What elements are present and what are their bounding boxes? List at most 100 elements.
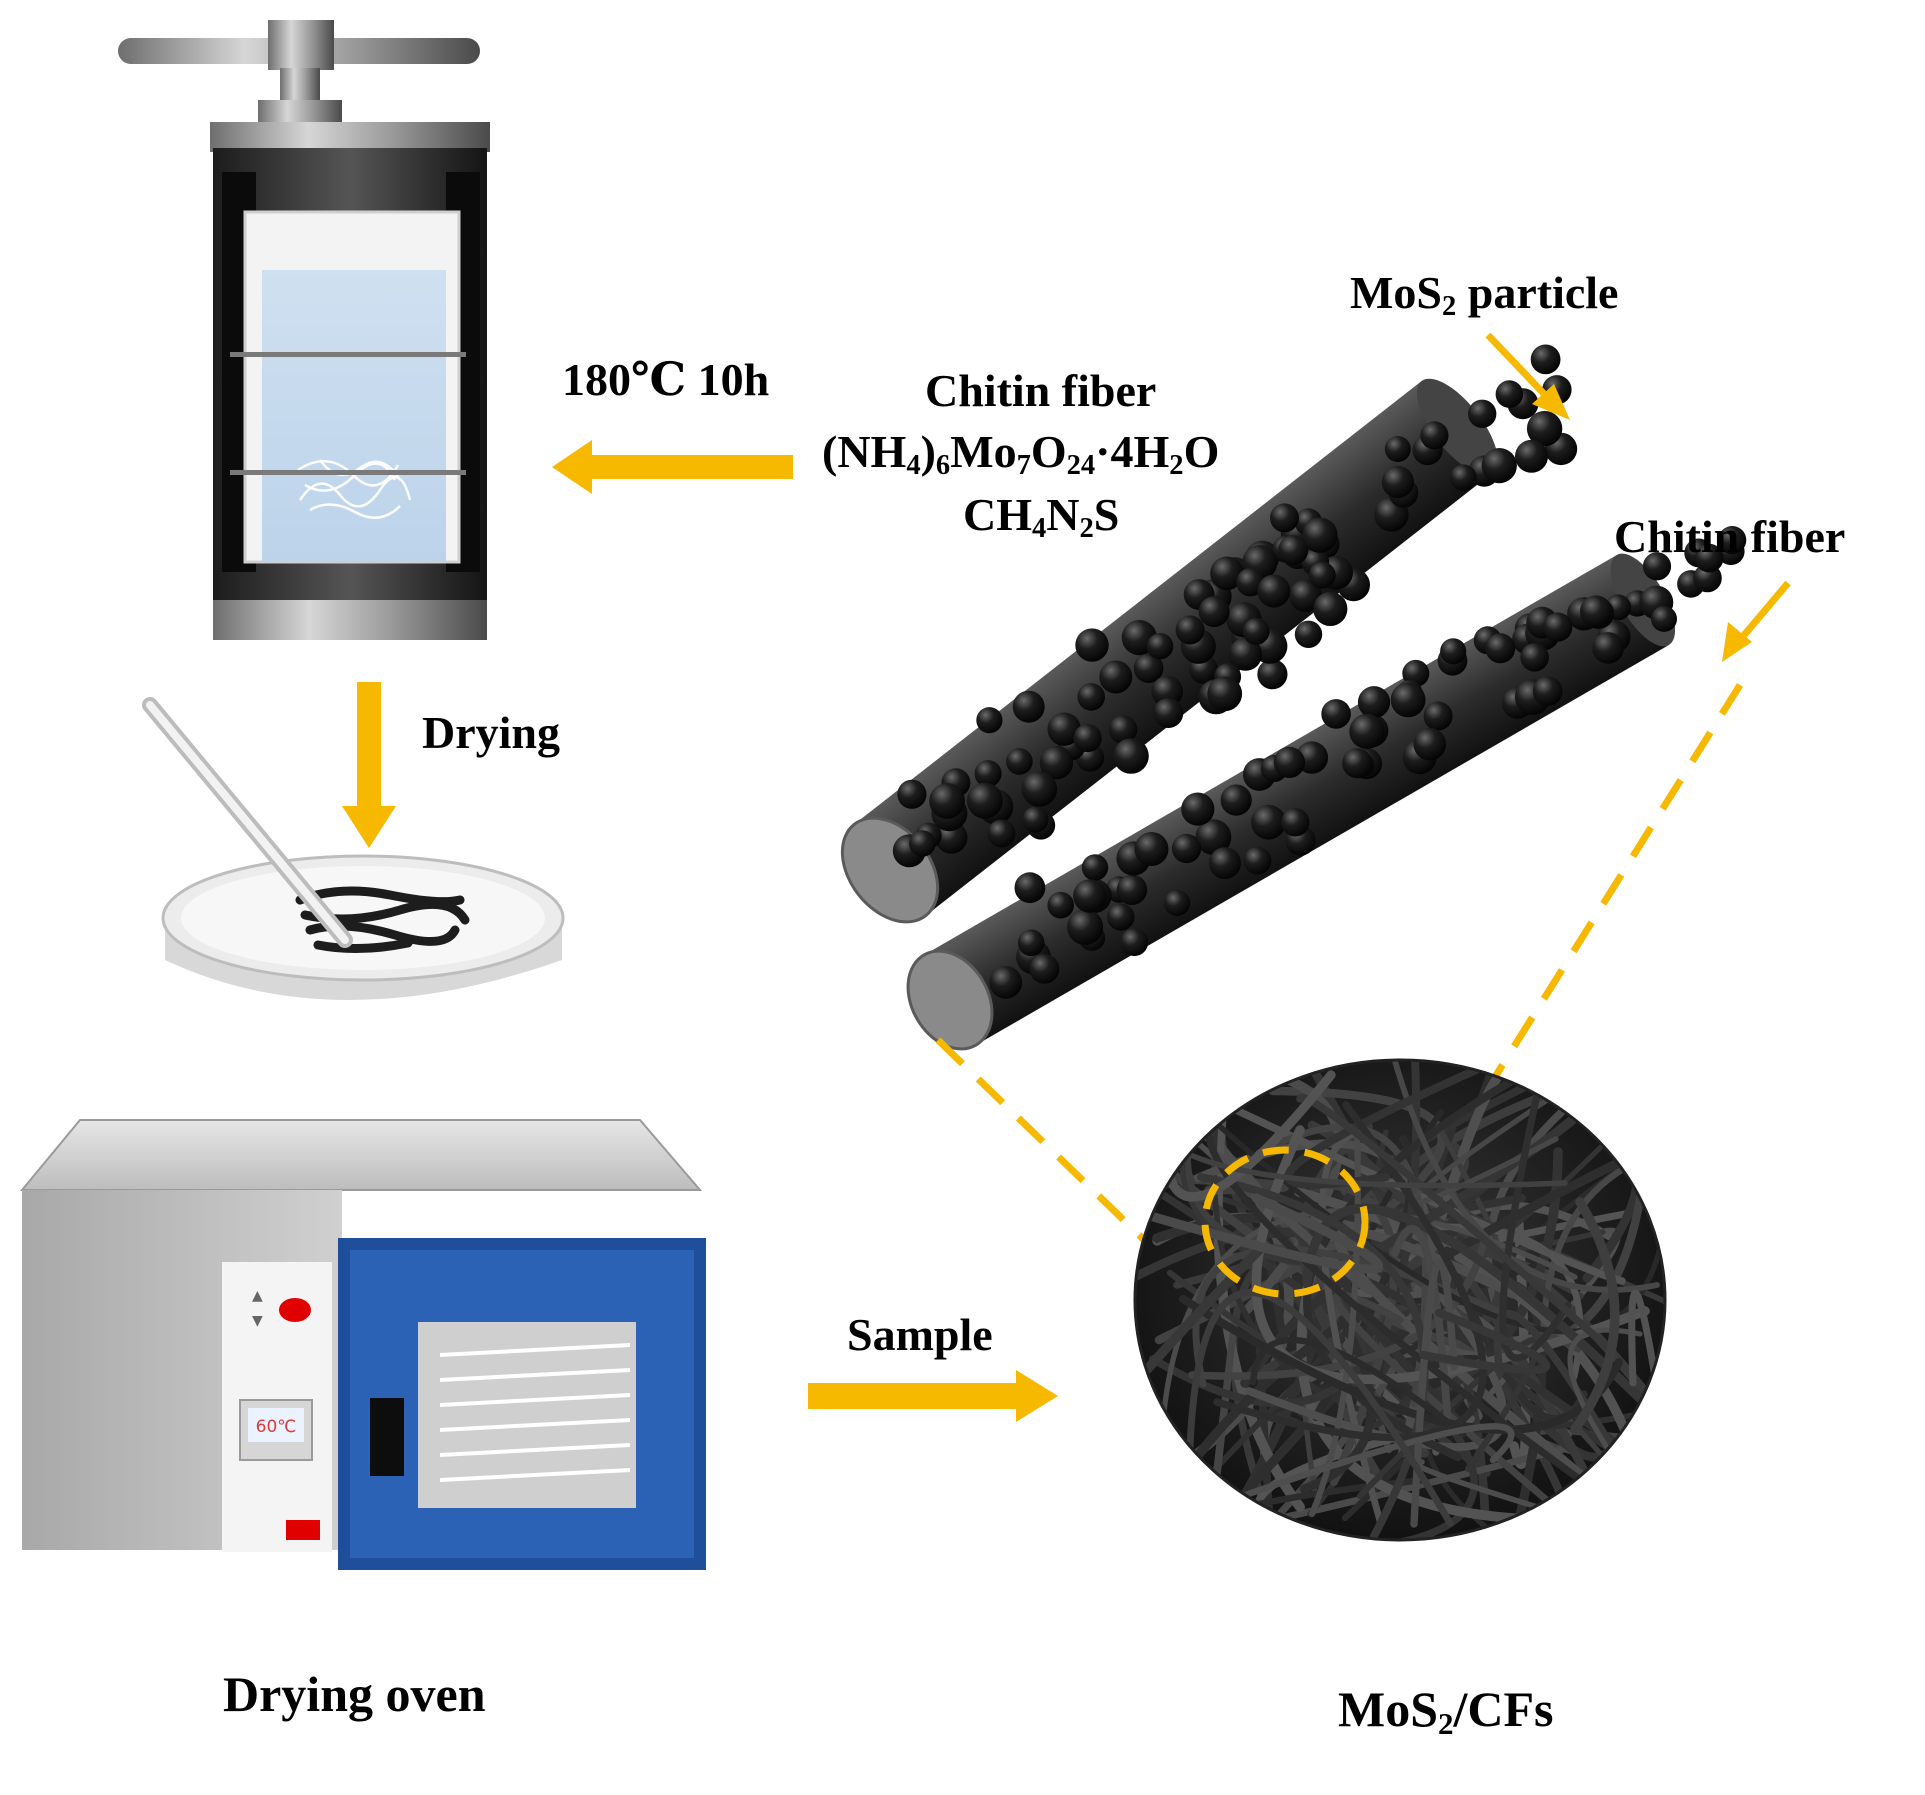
reagent-ammonium-molybdate-label: (NH4)6Mo7O24·4H2O [822,426,1220,482]
mos2-particle [1133,653,1164,683]
mos2-particle [1390,682,1426,718]
mos2-particle [1592,632,1624,664]
disc-fiber-strand [1418,1308,1551,1374]
mos2-particle [1530,344,1561,375]
mos2-particle [1108,715,1138,744]
mos2-particle [1384,436,1411,462]
mos2-particle [974,760,1002,788]
mos2-particle [1153,698,1184,728]
mos2-particle-label: MoS2 particle [1350,267,1619,323]
mos2-particle [1313,591,1348,627]
zoom-circle [1201,1146,1369,1298]
disc-fiber-strand [1410,1258,1458,1528]
mos2-particle [1198,596,1230,628]
mos2-particle [1302,517,1338,553]
disc-fiber-strand [1249,1336,1467,1438]
mos2-particle [1270,503,1299,533]
mos2-particle [1073,879,1107,913]
mos2-particle [1349,713,1385,750]
mos2-particle [1242,618,1270,645]
disc-fiber-strand [1154,1086,1446,1345]
mos2-particle [987,819,1016,848]
mos2-particle [1073,724,1102,753]
mos2-particle [1228,637,1263,671]
mos2-particle [1047,891,1074,919]
mos2-particle [1195,819,1232,855]
mos2-particle [1181,792,1215,826]
mos2-particle [1342,748,1373,779]
drying-oven-icon: ▲ ▼ 60℃ [19,1119,706,1570]
mos2-particle [1694,543,1724,573]
mos2-particle [1047,712,1081,746]
mos2-particle [989,966,1023,999]
mos2-particle [1495,380,1524,408]
mos2-particle [1081,854,1109,881]
mos2-particle [1022,806,1049,833]
fiber-network-disc [1133,1058,1667,1542]
mos2-particle [1243,846,1272,875]
mos2-particle [1278,535,1309,566]
mos2-particle [929,783,965,819]
mos2-particle [1481,448,1517,484]
reagent-chitin-label: Chitin fiber [925,365,1157,416]
product-label: MoS2/CFs [1338,1681,1554,1741]
mos2-particle [1718,526,1747,555]
mos2-particle [1450,464,1477,492]
mos2-particle [1485,633,1516,664]
mos2-particle [1017,929,1045,957]
sample-label: Sample [847,1309,993,1360]
mos2-particle [1308,561,1336,589]
mos2-particle [1151,675,1183,708]
fiber-particle-model [840,344,1747,1051]
mos2-particle [1357,686,1391,719]
mos2-particle [1220,784,1252,816]
mos2-particle [1532,676,1563,706]
mos2-particle [1067,909,1104,945]
mos2-particle [1175,615,1205,645]
mos2-particle [1164,890,1191,916]
autoclave-icon [118,20,490,640]
drying-label: Drying [422,707,560,758]
mos2-particle [1113,738,1149,774]
mos2-particle [1039,746,1074,780]
petri-dish-icon [142,697,565,1000]
mos2-particle [1099,660,1133,694]
mos2-particle [1107,903,1135,931]
mos2-particle [1029,954,1060,984]
disc-fiber-strand [1334,1226,1596,1488]
mos2-particle [1116,874,1148,905]
drying-oven-label: Drying oven [223,1666,486,1722]
disc-fiber-strand [1213,1101,1487,1442]
disc-fiber-strand [1356,1336,1542,1500]
mos2-particle [1520,643,1549,672]
arrow-drying [342,682,396,848]
arrow-to-autoclave [552,440,793,494]
mos2-particle [1294,620,1323,648]
mos2-particle [1171,833,1202,864]
mos2-particle [897,779,927,809]
svg-text:▲: ▲ [252,1288,263,1304]
mos2-particle [909,830,936,857]
reagent-thiourea-label: CH4N2S [963,489,1120,545]
mos2-particle [1257,574,1291,608]
mos2-particle [1651,605,1677,632]
mos2-particle [1251,804,1286,840]
mos2-particle [1515,439,1548,473]
mos2-particle [1468,399,1497,428]
mos2-particle [1642,552,1672,581]
mos2-particle [1209,847,1241,880]
mos2-particle [1289,579,1322,613]
mos2-particle [966,782,1003,819]
mos2-particle [1077,683,1105,711]
mos2-particle [1543,612,1573,642]
mos2-particle [976,707,1003,734]
mos2-particle [1413,727,1447,761]
mos2-particle [1281,808,1310,837]
mos2-particle [1381,465,1414,499]
disc-fiber-strand [1499,1060,1572,1362]
disc-fiber-strand [1570,1197,1620,1434]
disc-fiber-strand [1299,1315,1376,1494]
mos2-particle [1146,633,1174,660]
